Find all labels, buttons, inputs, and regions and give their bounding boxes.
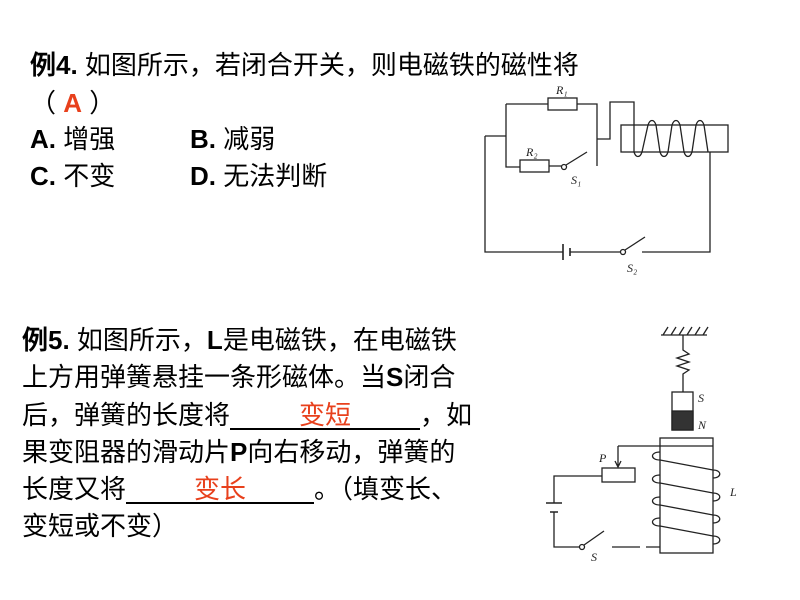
label-l: L [729, 485, 737, 499]
q5-line3: 后，弹簧的长度将变短，如 [22, 400, 472, 430]
text: 长度又将 [22, 474, 127, 504]
label-s2: S₂ [627, 261, 637, 275]
switch-s2-lever [624, 236, 646, 251]
spring [674, 335, 692, 392]
answer-blank-2: 变长 [126, 476, 315, 504]
wire [484, 135, 711, 253]
label-s-pole: S [698, 391, 704, 405]
q4-line1: 例4. 如图所示，若闭合开关，则电磁铁的磁性将 [30, 50, 579, 80]
ceiling [661, 326, 709, 336]
q5-line4: 果变阻器的滑动片P向右移动，弹簧的 [22, 437, 455, 467]
text: 上方用弹簧悬挂一条形磁体。当 [22, 362, 387, 392]
option-a: A. 增强 [30, 124, 115, 154]
battery [562, 244, 571, 260]
text: P [230, 437, 248, 467]
option-text: 不变 [56, 161, 116, 191]
coil [633, 119, 709, 158]
text: 后，弹簧的长度将 [22, 400, 231, 430]
text: S [386, 362, 404, 392]
q4-answer: A [63, 88, 83, 118]
q5-line5: 长度又将变长。（填变长、 [22, 474, 457, 504]
q5-line2: 上方用弹簧悬挂一条形磁体。当S闭合 [22, 362, 455, 392]
option-letter: D. [190, 161, 216, 191]
option-text: 无法判断 [216, 161, 328, 191]
label-r2: R₂ [525, 145, 538, 159]
wire [553, 475, 660, 548]
text: ，如 [420, 400, 473, 430]
q4-answer-line: （ A ） [30, 88, 115, 118]
q5-line1: 例5. 如图所示，L是电磁铁，在电磁铁 [22, 325, 457, 355]
option-c: C. 不变 [30, 161, 115, 191]
option-text: 减弱 [216, 124, 276, 154]
battery [546, 502, 562, 513]
electromagnet-core [659, 437, 714, 554]
q4-label: 例4. [30, 50, 78, 80]
option-letter: C. [30, 161, 56, 191]
answer-blank-1: 变短 [230, 402, 421, 430]
switch-s-lever [583, 530, 605, 546]
q4-circuit: R₁ R₂ S₁ S₂ [484, 83, 729, 275]
switch-s1-lever [565, 151, 588, 166]
q5-line6: 变短或不变） [22, 511, 179, 541]
q5-circuit: S N P L S [546, 326, 737, 564]
text: 。（填变长、 [314, 474, 458, 504]
text: L [206, 325, 223, 355]
option-d: D. 无法判断 [190, 161, 327, 191]
option-text: 增强 [56, 124, 116, 154]
option-letter: B. [190, 124, 216, 154]
slider-p [614, 446, 622, 469]
text: 是电磁铁，在电磁铁 [222, 325, 457, 355]
rheostat [601, 467, 636, 483]
resistor-r1 [547, 97, 578, 111]
q4-stem: 如图所示，若闭合开关，则电磁铁的磁性将 [77, 50, 579, 80]
paren-close: ） [82, 88, 116, 118]
q5-label: 例5. [22, 325, 70, 355]
label-s1: S₁ [571, 173, 581, 187]
switch-s2 [619, 248, 627, 256]
electromagnet-coil [618, 445, 721, 545]
text: 如图所示， [69, 325, 207, 355]
label-switch: S [591, 550, 597, 564]
magnet-n-half [671, 410, 694, 431]
switch-s1 [560, 163, 568, 171]
wire [505, 101, 635, 168]
coil-core [620, 124, 729, 153]
resistor-r2 [519, 159, 550, 173]
option-letter: A. [30, 124, 56, 154]
label-p: P [598, 451, 607, 465]
text: 向右移动，弹簧的 [247, 437, 456, 467]
option-b: B. 减弱 [190, 124, 275, 154]
text: 果变阻器的滑动片 [22, 437, 231, 467]
label-n-pole: N [697, 418, 707, 432]
label-r1: R₁ [555, 83, 568, 97]
text: 闭合 [403, 362, 456, 392]
paren-open: （ [30, 88, 64, 118]
switch-s [578, 543, 586, 551]
